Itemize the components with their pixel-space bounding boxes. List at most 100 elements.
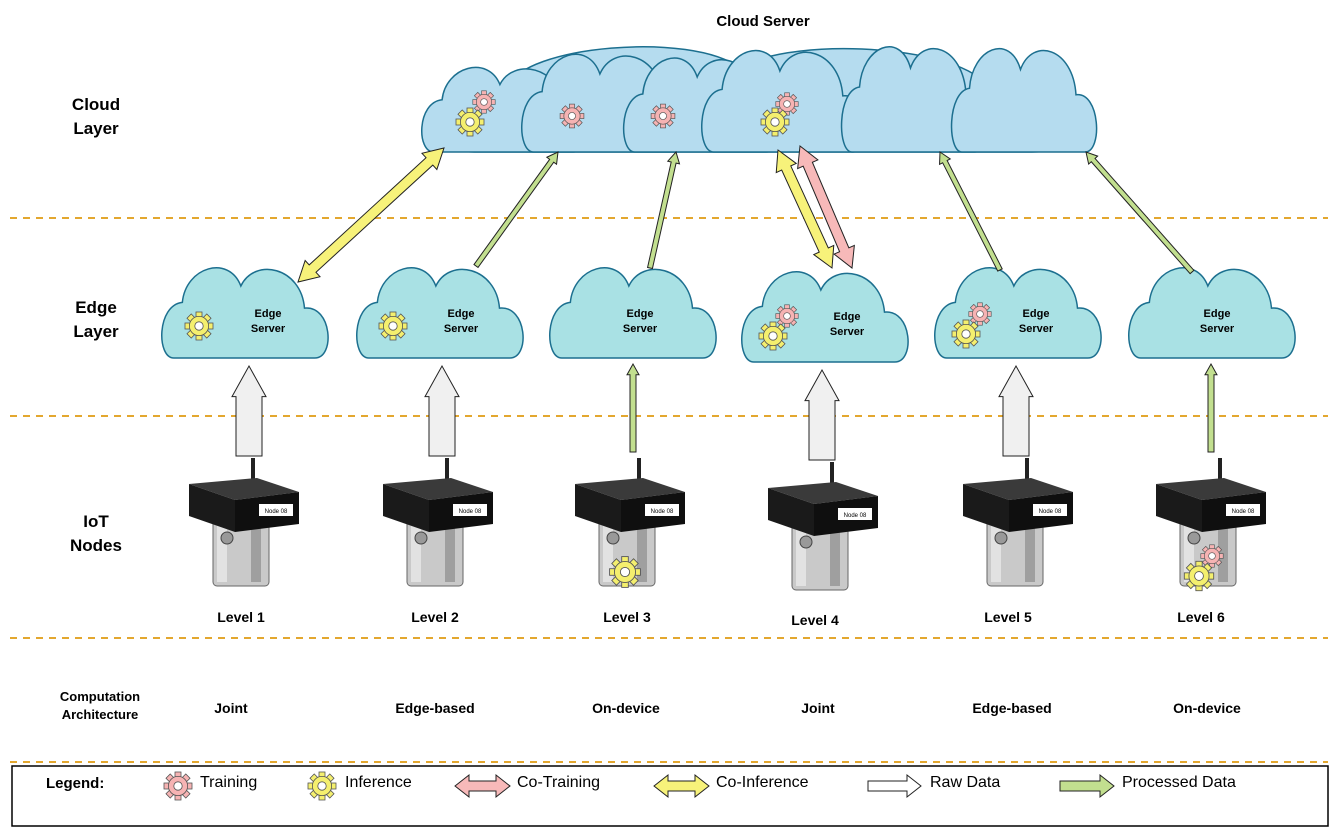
architecture-label-3: On-device: [592, 700, 660, 716]
cloud-server-shape: [421, 46, 1098, 153]
edge-server-label-4-line2: Server: [829, 326, 865, 338]
inference-gear-icon: [378, 311, 408, 341]
co-inference-arrow-1: [297, 147, 445, 283]
inference-gear-icon: [951, 319, 981, 349]
co-training-arrow-1: [797, 145, 855, 269]
legend-raw-data-arrow-icon: [867, 773, 922, 799]
device-label-4: Node 08: [844, 513, 867, 519]
cloud-server-title: Cloud Server: [716, 13, 810, 30]
training-gear-icon: [775, 92, 799, 116]
device-label-2: Node 08: [459, 509, 482, 515]
legend-box: [11, 765, 1329, 827]
edge-server-cloud-4: [741, 271, 909, 363]
edge-server-label-1: Edge Server: [233, 307, 303, 337]
training-gear-icon: [650, 103, 676, 129]
level-label-2: Level 2: [411, 609, 459, 625]
edge-server-label-5: Edge Server: [1001, 307, 1071, 337]
device-label-3: Node 08: [651, 509, 674, 515]
legend-label-co-inference: Co-Inference: [716, 774, 809, 791]
co-inference-arrow-2: [775, 149, 835, 269]
device-label-5: Node 08: [1039, 509, 1062, 515]
edge-server-label-6-line2: Server: [1199, 323, 1235, 335]
legend-co-inference-arrow-icon: [653, 773, 710, 799]
legend-icons: [163, 771, 1115, 801]
processed-data-arrow-edge-1: [473, 151, 559, 269]
computation-label-line2: Architecture: [61, 707, 139, 722]
legend-label-processed-data: Processed Data: [1122, 774, 1236, 791]
cloud-layer-label-line1: Cloud: [71, 95, 121, 114]
cloud-layer-label-line2: Layer: [73, 119, 119, 138]
edge-server-cloud-1: [161, 267, 329, 359]
architecture-label-6: On-device: [1173, 700, 1241, 716]
raw-data-arrow-4: [998, 364, 1034, 457]
inference-gear-icon: [1183, 560, 1215, 592]
raw-data-arrow-3: [804, 368, 840, 461]
training-gear-icon: [775, 304, 799, 328]
iot-nodes-label-line1: IoT: [83, 512, 109, 531]
processed-data-arrow-edge-3: [939, 151, 1003, 272]
raw-data-arrow-1: [231, 364, 267, 457]
device-label-6: Node 08: [1232, 509, 1255, 515]
edge-layer-label-line2: Layer: [73, 322, 119, 341]
edge-server-cloud-3: [549, 267, 717, 359]
legend-co-training-arrow-icon: [454, 773, 511, 799]
legend-label-raw-data: Raw Data: [930, 774, 1001, 791]
layer-dividers: [10, 217, 1328, 763]
edge-servers: [161, 267, 1296, 363]
level-label-3: Level 3: [603, 609, 651, 625]
level-label-4: Level 4: [791, 612, 839, 628]
raw-data-arrow-2: [424, 364, 460, 457]
level-label-5: Level 5: [984, 609, 1032, 625]
edge-server-label-3: Edge Server: [605, 307, 675, 337]
iot-device-5: Node 08: [963, 458, 1073, 587]
gears: [184, 90, 1224, 592]
cloud-server-puff-6: [950, 48, 1098, 153]
edge-server-label-1-line2: Server: [250, 323, 286, 335]
training-gear-icon: [968, 302, 992, 326]
training-gear-icon: [1200, 544, 1224, 568]
legend-label-inference: Inference: [345, 774, 412, 791]
edge-server-label-6-line1: Edge: [1203, 308, 1231, 320]
device-label-1: Node 08: [265, 509, 288, 515]
iot-device-3: Node 08: [575, 458, 685, 587]
inference-gear-icon: [760, 107, 790, 137]
legend-label-co-training: Co-Training: [517, 774, 600, 791]
edge-server-label-1-line1: Edge: [254, 308, 282, 320]
edge-server-label-3-line2: Server: [622, 323, 658, 335]
inference-gear-icon: [184, 311, 214, 341]
edge-server-cloud-6: [1128, 267, 1296, 359]
architecture-label-1: Joint: [214, 700, 248, 716]
edge-server-label-4: Edge Server: [812, 310, 882, 340]
level-label-6: Level 6: [1177, 609, 1225, 625]
cloud-layer-label: Cloud Layer: [21, 93, 171, 141]
legend-title: Legend:: [46, 775, 105, 792]
iot-device-4: Node 08: [768, 462, 878, 591]
computation-architecture-label: Computation Architecture: [25, 688, 175, 724]
computation-label-line1: Computation: [59, 689, 141, 704]
edge-server-label-5-line2: Server: [1018, 323, 1054, 335]
inference-gear-icon: [609, 556, 641, 588]
level-label-1: Level 1: [217, 609, 265, 625]
legend-processed-data-arrow-icon: [1059, 773, 1115, 799]
iot-devices: Node 08 Node 08 Node 08 Node 08 Node 08 Node …: [189, 458, 1266, 591]
edge-server-label-3-line1: Edge: [626, 308, 654, 320]
iot-nodes-label-line2: Nodes: [70, 536, 122, 555]
processed-data-arrow-device-1: [626, 362, 640, 453]
architecture-label-4: Joint: [801, 700, 835, 716]
training-gear-icon: [559, 103, 585, 129]
inference-gear-icon: [455, 107, 485, 137]
legend-label-training: Training: [200, 774, 258, 791]
architecture-label-2: Edge-based: [395, 700, 475, 716]
data-flow-arrows: [231, 145, 1218, 461]
legend-inference-gear-icon: [307, 771, 337, 801]
edge-server-label-6: Edge Server: [1182, 307, 1252, 337]
edge-server-label-2: Edge Server: [426, 307, 496, 337]
edge-layer-label-line1: Edge: [75, 298, 117, 317]
training-gear-icon: [472, 90, 496, 114]
iot-device-2: Node 08: [383, 458, 493, 587]
legend-training-gear-icon: [163, 771, 193, 801]
edge-server-label-2-line1: Edge: [447, 308, 475, 320]
inference-gear-icon: [758, 321, 788, 351]
